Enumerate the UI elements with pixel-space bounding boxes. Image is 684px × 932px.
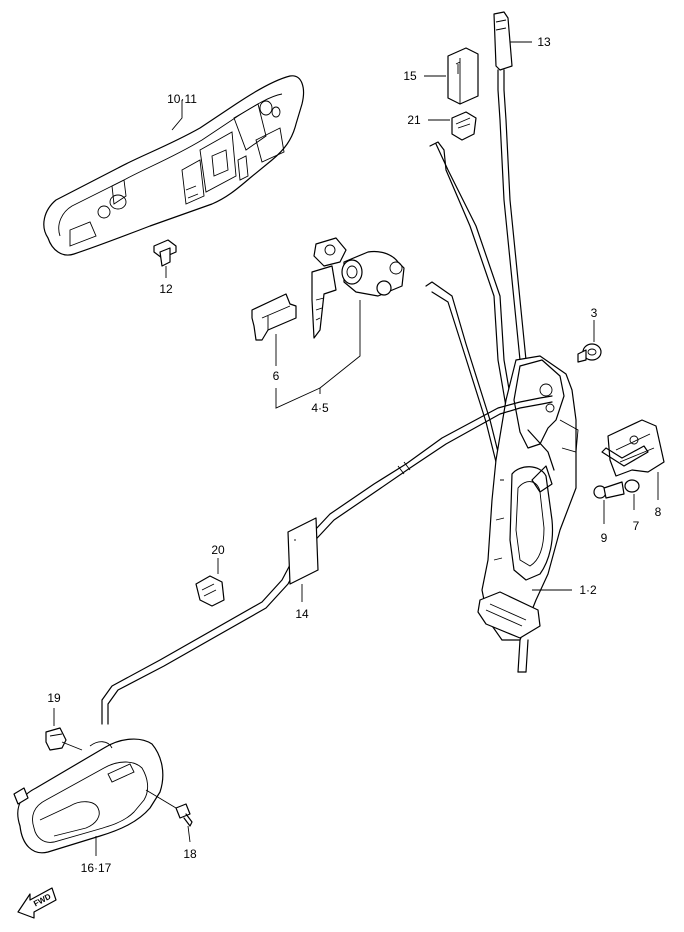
part-9-screw[interactable]: [593, 481, 625, 499]
part-18-screw[interactable]: [175, 803, 193, 827]
part-4-5-key-cylinder[interactable]: [341, 250, 405, 297]
callout-4-5: 4·5: [311, 401, 329, 415]
part-12-screw[interactable]: [153, 239, 177, 267]
callout-6: 6: [273, 369, 280, 383]
part-21-rod-clip[interactable]: [451, 111, 477, 141]
part-16-17-inside-handle[interactable]: [13, 738, 164, 854]
part-14-cable-pad[interactable]: [287, 517, 319, 585]
part-7-shim[interactable]: [624, 479, 640, 493]
callout-3: 3: [591, 306, 598, 320]
part-8-striker-plate[interactable]: [601, 419, 665, 477]
part-6-cylinder-retainer[interactable]: [251, 293, 297, 341]
part-13-lock-knob-rod[interactable]: [493, 11, 527, 361]
inside-handle-cable[interactable]: [101, 395, 553, 725]
callout-15: 15: [403, 69, 417, 83]
outside-handle-assembly[interactable]: [43, 75, 305, 256]
callout-1-2: 1·2: [579, 583, 597, 597]
callout-12: 12: [159, 282, 173, 296]
callout-20: 20: [211, 543, 225, 557]
callout-13: 13: [537, 35, 551, 49]
callout-16-17: 16·17: [81, 861, 112, 875]
key-cylinder-rod[interactable]: [425, 281, 501, 463]
callout-21: 21: [407, 113, 421, 127]
callout-10-11: 10·11: [167, 92, 197, 106]
callout-18: 18: [183, 847, 197, 861]
callout-19: 19: [47, 691, 61, 705]
callout-7: 7: [633, 519, 640, 533]
part-19-nut[interactable]: [45, 727, 67, 751]
part-15-grommet[interactable]: [447, 47, 479, 105]
part-3-bolt[interactable]: [577, 343, 602, 363]
callout-9: 9: [601, 531, 608, 545]
lock-link-rod[interactable]: [429, 141, 517, 431]
part-1-2-door-lock-assembly[interactable]: [477, 355, 579, 673]
part-20-cable-clip[interactable]: [195, 575, 225, 607]
callout-8: 8: [655, 505, 662, 519]
fwd-arrow-icon: FWD: [17, 887, 57, 919]
callout-14: 14: [295, 607, 309, 621]
ignition-key[interactable]: [311, 237, 347, 339]
